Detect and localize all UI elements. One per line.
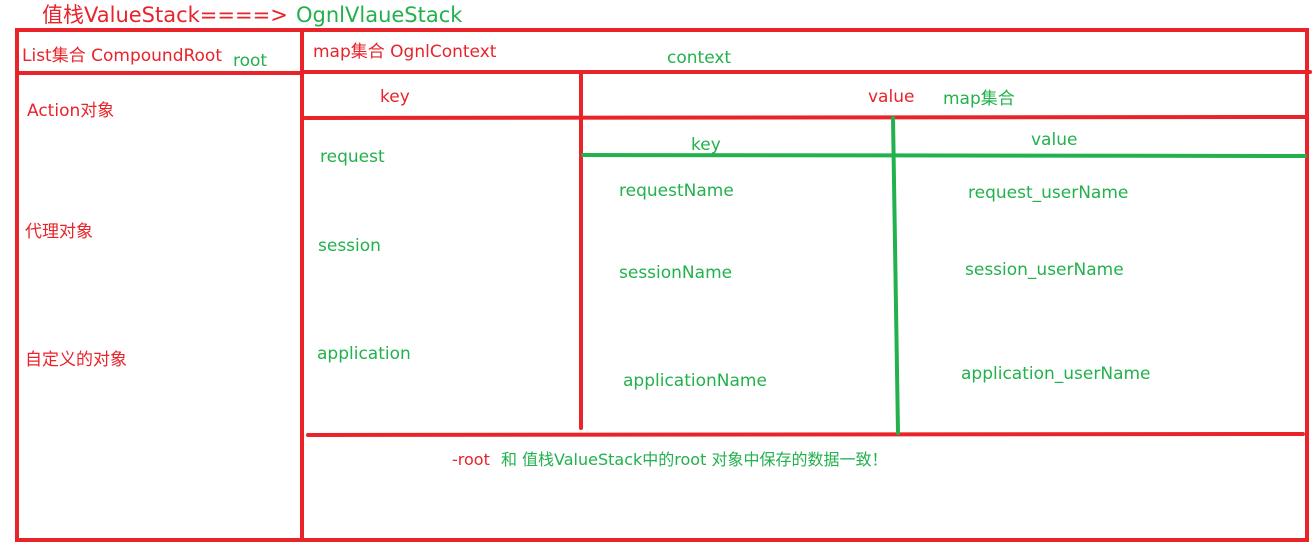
context-col-value: value <box>868 87 915 107</box>
root-panel-tag: root <box>233 51 268 71</box>
context-note-text: 和 值栈ValueStack中的root 对象中保存的数据一致！ <box>500 450 888 469</box>
context-col-key: key <box>380 87 410 107</box>
inner-map-key-requestname: requestName <box>619 181 734 201</box>
context-key-application: application <box>317 344 411 364</box>
context-panel-tag: context <box>667 48 732 68</box>
diagram-title-left: 值栈ValueStack====> <box>42 3 288 27</box>
diagram-title-right: OgnlVlaueStack <box>296 3 463 27</box>
inner-map-key-sessionname: sessionName <box>619 263 733 283</box>
context-col-value-tag: map集合 <box>943 89 1015 109</box>
inner-map-col-value: value <box>1031 130 1078 150</box>
context-panel-header: map集合 OgnlContext <box>313 42 497 62</box>
inner-map-header-line <box>581 153 1307 158</box>
context-note-root: -root <box>452 450 490 469</box>
context-key-session: session <box>318 236 381 256</box>
context-colhead-divider <box>303 115 1309 120</box>
context-bottom-divider <box>306 432 1305 437</box>
root-item-action: Action对象 <box>27 101 115 121</box>
inner-map-key-applicationname: applicationName <box>623 371 767 391</box>
inner-map-divider <box>891 116 900 435</box>
root-item-custom: 自定义的对象 <box>25 350 127 370</box>
inner-map-col-key: key <box>691 135 721 155</box>
root-panel-header: List集合 CompoundRoot <box>22 46 222 66</box>
inner-map-value-session-username: session_userName <box>965 260 1124 280</box>
root-item-proxy: 代理对象 <box>25 222 93 242</box>
context-key-request: request <box>320 147 385 167</box>
inner-map-value-request-username: request_userName <box>968 183 1129 203</box>
inner-map-value-application-username: application_userName <box>961 364 1151 384</box>
context-note: -root 和 值栈ValueStack中的root 对象中保存的数据一致！ <box>452 452 887 468</box>
outer-frame <box>15 28 1309 542</box>
